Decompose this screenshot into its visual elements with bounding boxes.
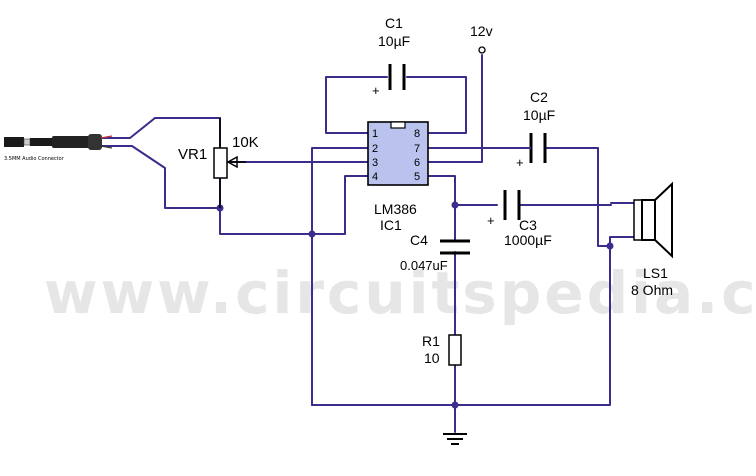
audio-jack-icon [4, 134, 113, 150]
c3-value: 1000µF [504, 232, 552, 248]
ic-pin-4: 4 [372, 171, 378, 183]
r1-ref: R1 [422, 333, 440, 349]
speaker-icon [633, 181, 673, 259]
capacitor-c1 [388, 64, 406, 90]
capacitor-c4 [440, 239, 470, 255]
c1-ref: C1 [385, 15, 403, 31]
ic-part: LM386 [374, 201, 417, 217]
connector-label: 3.5MM Audio Connector [4, 156, 65, 162]
c1-value: 10µF [378, 33, 410, 49]
ic-pin-5: 5 [414, 171, 420, 183]
c4-value: 0.047uF [400, 258, 448, 273]
watermark: www.circuitspedia.com [44, 259, 756, 327]
c3-ref: C3 [519, 217, 537, 233]
ic-pin-6: 6 [414, 157, 420, 169]
c4-ref: C4 [410, 232, 428, 248]
ic-pin-7: 7 [414, 143, 420, 155]
resistor-r1 [448, 334, 462, 366]
junction-dot [606, 242, 614, 250]
junction-dot [451, 401, 459, 409]
ls1-ref: LS1 [643, 265, 668, 281]
capacitor-c2 [529, 133, 547, 163]
ic-pin-1: 1 [372, 128, 378, 140]
potentiometer-vr1 [213, 118, 246, 208]
ic-pin-8: 8 [414, 128, 420, 140]
c2-value: 10µF [523, 107, 555, 123]
vr1-ref: VR1 [178, 146, 207, 163]
ic-ref: IC1 [380, 217, 402, 233]
ground-icon [443, 433, 467, 445]
wires [100, 54, 635, 433]
c2-polarity: + [516, 155, 524, 170]
ls1-value: 8 Ohm [631, 282, 673, 298]
c3-polarity: + [487, 213, 495, 228]
supply-terminal [478, 46, 486, 54]
capacitor-c3 [503, 190, 521, 220]
ic-pin-3: 3 [372, 157, 378, 169]
junction-dot [308, 230, 316, 238]
junction-dot [451, 201, 459, 209]
c1-polarity: + [372, 83, 380, 98]
ic-lm386 [367, 121, 429, 186]
c2-ref: C2 [530, 89, 548, 105]
vr1-value: 10K [232, 134, 259, 151]
r1-value: 10 [424, 350, 440, 366]
ic-pin-2: 2 [372, 143, 378, 155]
supply-label: 12v [470, 23, 493, 39]
